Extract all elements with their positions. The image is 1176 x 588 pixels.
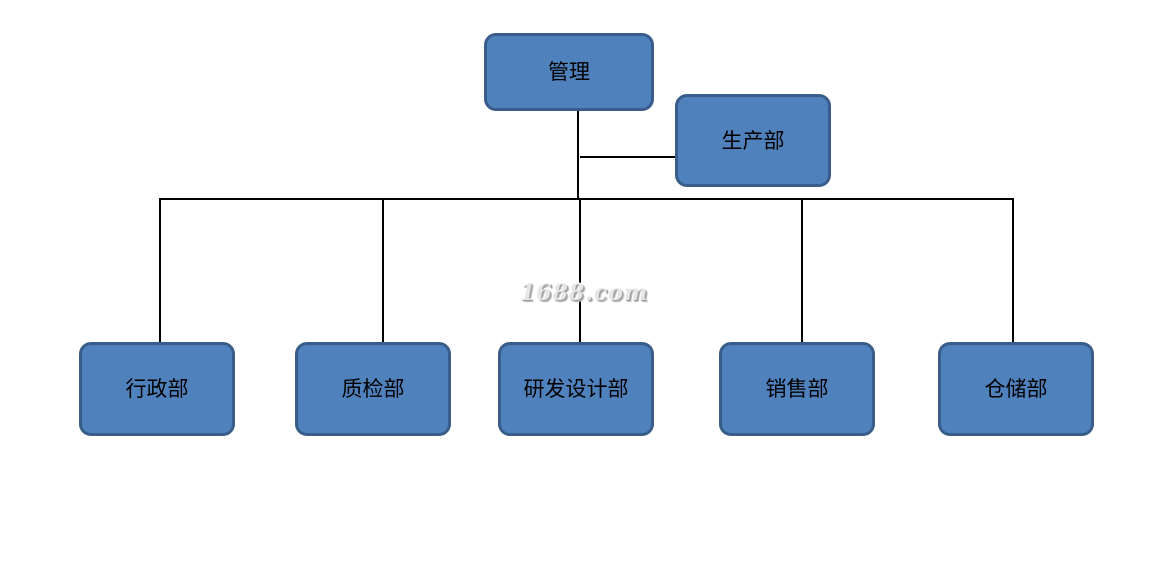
dept-node-label: 行政部: [125, 377, 189, 401]
dept-node-label: 研发设计部: [523, 377, 629, 401]
dept-node-label: 仓储部: [984, 377, 1048, 401]
dept-node-warehouse: 仓储部: [938, 342, 1094, 436]
dept-node-sales: 销售部: [719, 342, 875, 436]
root-node-management: 管理: [484, 33, 654, 111]
dept-node-label: 销售部: [765, 377, 829, 401]
dept-node-label: 质检部: [341, 377, 405, 401]
watermark: 1688.com: [520, 280, 649, 306]
root-node-label: 管理: [548, 60, 590, 84]
dept-node-administration: 行政部: [79, 342, 235, 436]
side-node-production: 生产部: [675, 94, 831, 187]
dept-node-rnd-design: 研发设计部: [498, 342, 654, 436]
dept-node-quality-inspection: 质检部: [295, 342, 451, 436]
side-node-label: 生产部: [721, 128, 785, 153]
